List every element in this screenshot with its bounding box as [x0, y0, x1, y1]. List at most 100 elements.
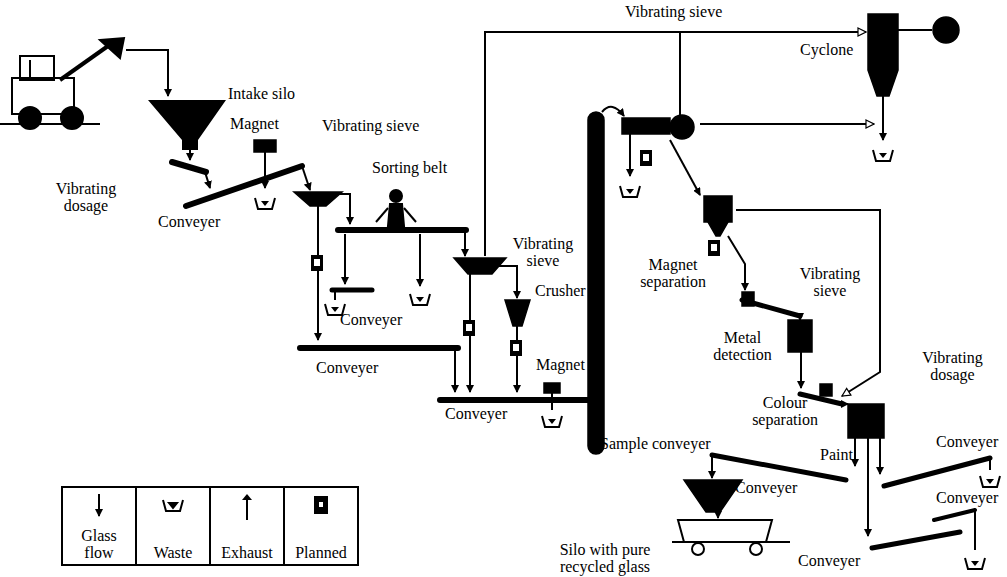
- conveyer-belt: [186, 166, 302, 206]
- exhaust-line: [485, 30, 932, 396]
- glass-flow: [711, 456, 713, 478]
- equipment-label: Vibrating sieve: [625, 4, 722, 21]
- sorting-worker: [376, 208, 388, 222]
- glass-flow: [344, 234, 346, 284]
- planned-unit: [311, 255, 323, 271]
- glass-flow: [516, 326, 518, 392]
- machine: [254, 140, 276, 152]
- conveyer-belt: [440, 397, 590, 403]
- glass-flow: [879, 438, 881, 474]
- exhaust-line: [700, 123, 874, 125]
- glass-flow: [126, 50, 880, 536]
- glass-flow: [717, 512, 719, 518]
- legend-table: [62, 487, 358, 565]
- equipment-label: Vibrating sieve: [322, 118, 419, 135]
- machine: [742, 292, 754, 306]
- waste-bin: [410, 294, 430, 305]
- equipment-label: Vibrating sieve: [795, 266, 865, 300]
- exhaust-line: [736, 210, 880, 396]
- equipment-label: Conveyer: [445, 406, 507, 423]
- equipment-label: Conveyer: [798, 553, 860, 570]
- glass-flow: [670, 140, 700, 195]
- equipment-label: Vibrating dosage: [905, 350, 1000, 384]
- wheel-loader: [29, 60, 31, 78]
- waste-bin: [980, 476, 1000, 487]
- equipment-label: Silo with pure recycled glass: [545, 542, 665, 576]
- machine: [704, 196, 732, 222]
- legend-table: [62, 487, 358, 565]
- equipment-label: Intake silo: [228, 86, 295, 103]
- waste-bin: [989, 458, 991, 470]
- waste-bin: [620, 186, 640, 197]
- legend-table: [242, 494, 252, 500]
- exhaust-line: [898, 29, 932, 31]
- truck: [672, 520, 790, 555]
- sorting-worker: [404, 208, 416, 222]
- waste-bin: [974, 510, 976, 550]
- machine: [820, 384, 832, 396]
- sorting-worker: [390, 190, 402, 202]
- equipment-label: Conveyer: [158, 214, 220, 231]
- machine: [544, 383, 560, 393]
- waste-bin: [551, 393, 553, 410]
- waste-bin: [542, 416, 562, 427]
- intake-silo: [148, 100, 226, 150]
- waste-bin: [882, 96, 884, 140]
- glass-flow: [800, 352, 802, 388]
- legend-text: Exhaust: [214, 544, 280, 562]
- sorting-worker: [376, 190, 416, 226]
- planned-unit: [640, 150, 652, 166]
- machine: [848, 404, 884, 438]
- conveyer-belt: [172, 162, 206, 172]
- waste-bin: [255, 96, 1000, 569]
- wheel-loader: [100, 38, 124, 58]
- equipment-label: Vibrating dosage: [46, 181, 126, 215]
- glass-flow: [302, 166, 310, 190]
- glass-flow: [126, 50, 168, 96]
- legend-table: [209, 487, 211, 565]
- wheel-loader: [60, 46, 108, 80]
- machine: [588, 112, 604, 454]
- conveyer-belt: [300, 345, 458, 351]
- legend-table: [283, 487, 285, 565]
- conveyer-belt: [872, 532, 960, 548]
- wheel-loader: [61, 107, 83, 129]
- glass-flow: [317, 206, 319, 340]
- legend-text: Waste: [140, 544, 206, 562]
- machine: [708, 222, 728, 236]
- conveyer-belt: [172, 162, 990, 548]
- planned-unit: [463, 320, 475, 336]
- machine: [684, 480, 742, 512]
- equipment-label: Conveyer: [316, 360, 378, 377]
- equipment-label: Sorting belt: [372, 160, 447, 177]
- machine: [933, 17, 959, 43]
- conveyer-belt: [934, 510, 975, 520]
- wheel-loader: [0, 123, 100, 125]
- machine: [294, 192, 342, 206]
- equipment-label: Magnet separation: [628, 257, 718, 291]
- machine: [454, 258, 506, 274]
- glass-flow: [602, 107, 624, 116]
- truck: [672, 541, 790, 543]
- glass-flow: [338, 194, 350, 224]
- sorting-worker: [388, 204, 404, 226]
- machine: [788, 320, 812, 352]
- legend-table: [98, 494, 100, 516]
- machine: [622, 118, 670, 134]
- legend-table: [135, 487, 137, 565]
- equipment-label: Sample conveyer: [600, 436, 711, 453]
- equipment-label: Conveyer: [340, 312, 402, 329]
- glass-flow: [419, 234, 421, 286]
- glass-flow: [189, 150, 191, 160]
- exhaust-line: [485, 32, 866, 256]
- conveyer-belt: [884, 458, 990, 486]
- equipment-label: Magnet: [230, 116, 279, 133]
- waste-bin: [965, 558, 985, 569]
- planned-unit: [510, 340, 522, 356]
- equipment-label: Magnet: [536, 357, 585, 374]
- planned-unit: [708, 240, 720, 256]
- conveyer-belt: [332, 288, 372, 293]
- glass-flow: [867, 438, 869, 536]
- equipment-label: Crusher: [535, 283, 586, 300]
